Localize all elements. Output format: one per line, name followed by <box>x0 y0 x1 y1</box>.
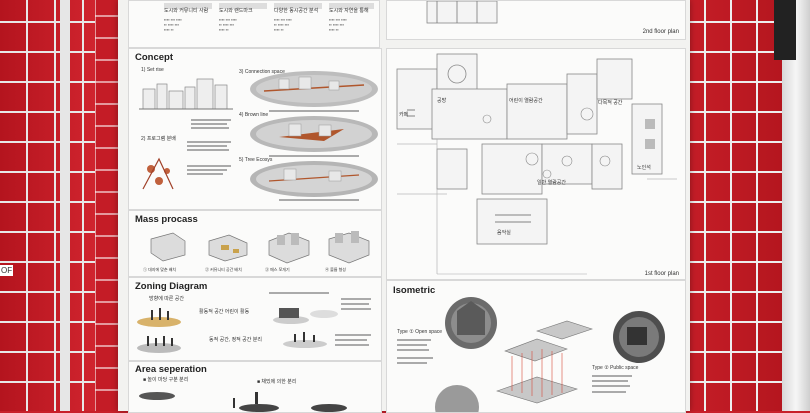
top-caption-2: 도시와 랜드마크 <box>219 8 253 14</box>
room-label-1: 공방 <box>437 98 447 104</box>
concept-title: Concept <box>135 52 173 63</box>
mesh-pole-left <box>60 0 70 411</box>
concept-diagrams <box>139 71 378 201</box>
mass-caption-2: ② 커뮤니티 공간 배치 <box>205 267 242 272</box>
zoning-title: Zoning Diagram <box>135 281 208 292</box>
zoning-note-1: 방향에 따른 공간 <box>149 296 184 302</box>
top-text-4: ▪▪▪▪ ▪▪▪ ▪▪▪▪▪▪ ▪▪▪▪ ▪▪▪▪▪▪▪ ▪▪ <box>329 17 347 32</box>
top-text-3: ▪▪▪▪ ▪▪▪ ▪▪▪▪▪▪ ▪▪▪▪ ▪▪▪▪▪▪▪ ▪▪ <box>274 17 292 32</box>
dark-object-right <box>774 0 796 60</box>
side-label: OF <box>0 265 14 276</box>
isometric-panel: Isometric Type ① Open space Type ② Publi… <box>386 280 686 413</box>
top-thumbnails <box>164 3 374 9</box>
concept-label-2: 2) 프로그램 분배 <box>141 136 176 142</box>
room-label-4: 다목적 공간 <box>598 100 623 106</box>
room-label-2: 어린이 열람공간 <box>509 98 543 104</box>
first-floor-label: 1st floor plan <box>644 271 679 277</box>
second-floor-panel: 2nd floor plan <box>386 0 686 40</box>
zoning-note-3: 동적 공간, 정적 공간 분리 <box>209 337 262 343</box>
area-separation-panel: Area seperation ■ 놀이 마당 구분 분리 ■ 채밌에 의한 분… <box>128 361 382 413</box>
second-floor-label: 2nd floor plan <box>642 29 679 35</box>
architecture-poster: 도시와 커뮤니티 사람 도시와 랜드마크 다양한 동시공간 분석 도시와 자연을… <box>118 0 690 413</box>
zoning-diagrams <box>137 292 371 353</box>
wire-mesh-left <box>0 0 95 411</box>
mass-caption-3: ③ 매스 쪼개기 <box>265 267 290 272</box>
room-label-3: 카페 <box>399 112 409 118</box>
top-caption-4: 도시와 자연을 통해 <box>329 8 369 14</box>
area-note-1: ■ 놀이 마당 구분 분리 <box>143 377 189 383</box>
top-caption-1: 도시와 커뮤니티 사람 <box>164 8 209 14</box>
mass-process-title: Mass procass <box>135 214 198 225</box>
mass-caption-1: ① 대지에 맞춘 배치 <box>143 267 177 272</box>
isometric-type2: Type ② Public space <box>592 365 639 371</box>
room-label-6: 음악실 <box>497 230 511 236</box>
isometric-title: Isometric <box>393 285 436 296</box>
area-separation-title: Area seperation <box>135 364 207 375</box>
area-note-2: ■ 채밌에 의한 분리 <box>257 379 297 385</box>
mass-process-panel: Mass procass ① 대지에 맞춘 배치 ② 커뮤니티 공간 배치 ③ … <box>128 210 382 277</box>
top-text-2: ▪▪▪▪ ▪▪▪ ▪▪▪▪▪▪ ▪▪▪▪ ▪▪▪▪▪▪▪ ▪▪ <box>219 17 237 32</box>
concept-label-3: 3) Connection space <box>239 69 285 75</box>
mass-process-diagrams <box>150 231 370 264</box>
top-text-1: ▪▪▪▪ ▪▪▪ ▪▪▪▪▪▪ ▪▪▪▪ ▪▪▪▪▪▪▪ ▪▪ <box>164 17 182 32</box>
concept-label-1: 1) Set rise <box>141 67 164 73</box>
concept-label-5: 5) Tree Ecosys <box>239 157 273 163</box>
isometric-drawing <box>397 297 665 412</box>
first-floor-panel: 공방 어린이 열람공간 카페 다목적 공간 일반 열람공간 음악실 노인석 1s… <box>386 48 686 280</box>
area-diagrams <box>139 392 347 412</box>
zoning-panel: Zoning Diagram 방향에 따른 공간 활동적 공간 어린이 활동 동… <box>128 277 382 361</box>
mass-caption-4: ④ 볼륨 형성 <box>325 267 346 272</box>
second-floor-plan-drawing <box>426 0 498 24</box>
top-caption-3: 다양한 동시공간 분석 <box>274 8 319 14</box>
room-label-7: 노인석 <box>637 165 651 171</box>
isometric-type1: Type ① Open space <box>397 329 443 335</box>
room-label-5: 일반 열람공간 <box>537 180 566 186</box>
top-image-panel: 도시와 커뮤니티 사람 도시와 랜드마크 다양한 동시공간 분석 도시와 자연을… <box>128 0 380 48</box>
concept-panel: Concept 1) Set rise 2) 프로그램 분배 3) Connec… <box>128 48 382 210</box>
first-floor-plan-drawing <box>396 53 677 275</box>
pole-right <box>782 0 810 411</box>
zoning-note-2: 활동적 공간 어린이 활동 <box>199 309 250 315</box>
concept-label-4: 4) Brown line <box>239 112 269 118</box>
